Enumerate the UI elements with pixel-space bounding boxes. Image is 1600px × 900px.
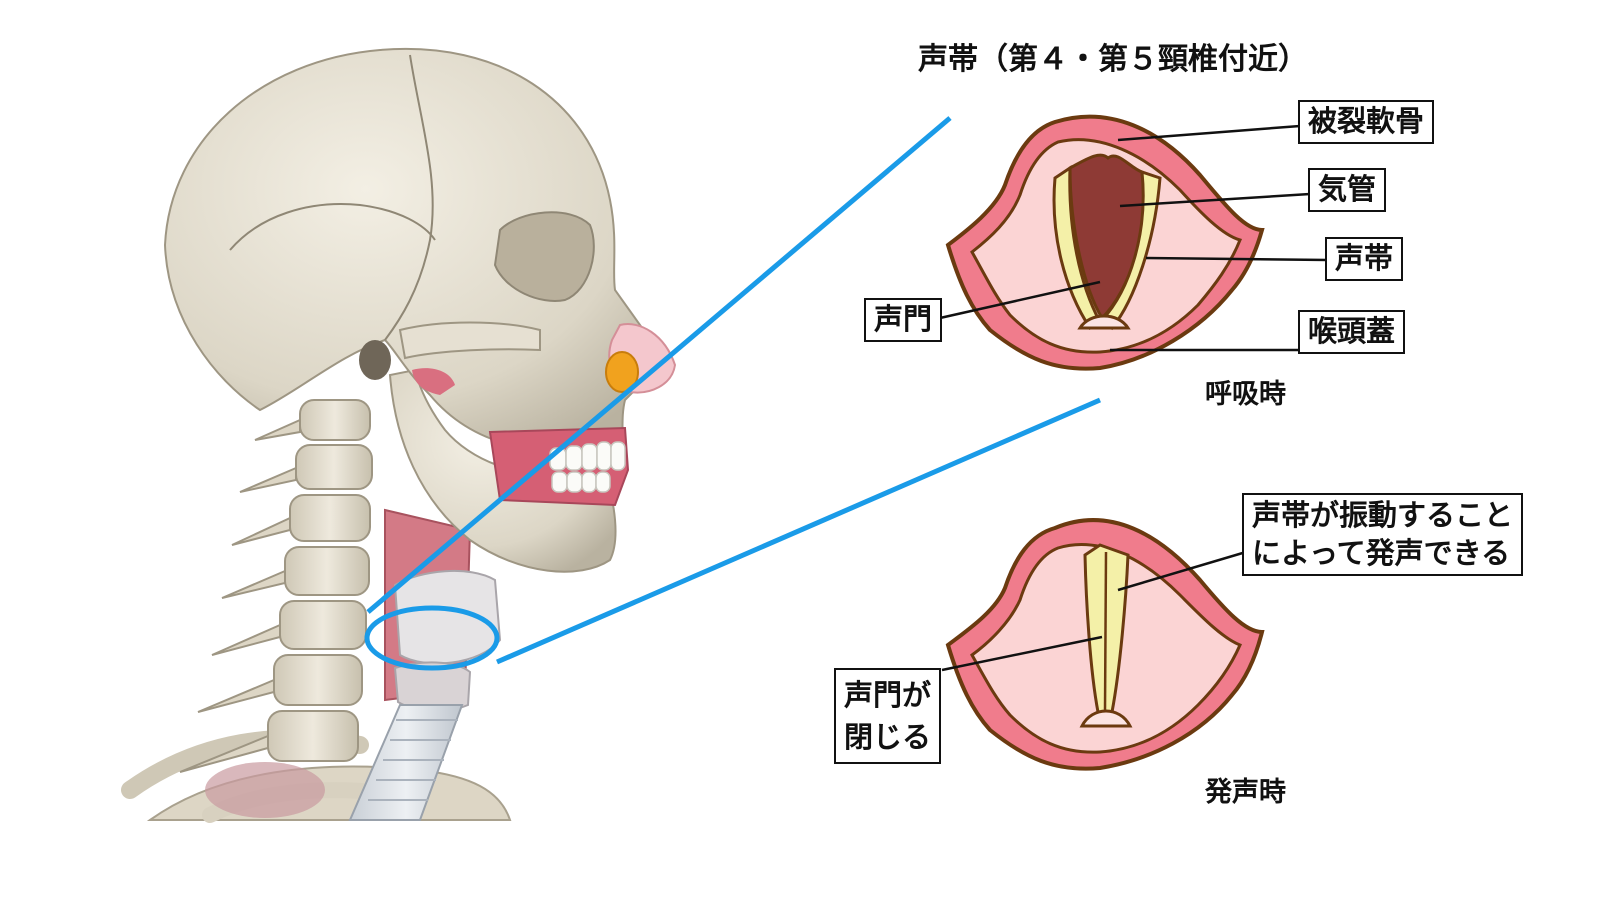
label-vocal-cords: 声帯 bbox=[1325, 237, 1404, 281]
label-trachea: 気管 bbox=[1308, 168, 1387, 212]
label-glottis-closed: 声門が 閉じる bbox=[834, 668, 942, 765]
nasal-ala bbox=[605, 351, 639, 393]
callout-line-lower bbox=[496, 397, 1101, 665]
vibration-note-line1: 声帯が振動すること bbox=[1252, 498, 1514, 532]
skull-cranium bbox=[163, 47, 668, 451]
cervical-spine bbox=[179, 399, 373, 773]
caption-breathing: 呼吸時 bbox=[1205, 379, 1286, 410]
diagram-title: 声帯（第４・第５頸椎付近） bbox=[918, 42, 1308, 77]
leader-vibration-note bbox=[1117, 550, 1247, 592]
larynx-breathing bbox=[939, 114, 1329, 371]
zygomatic-arch bbox=[398, 321, 541, 360]
callout-line-upper bbox=[366, 116, 952, 614]
larynx bbox=[393, 570, 502, 665]
leader-trachea bbox=[1119, 192, 1311, 208]
ear-canal bbox=[359, 340, 391, 380]
leader-arytenoid bbox=[1117, 124, 1301, 142]
glottis-closed-line bbox=[1103, 551, 1108, 711]
eye-orbit bbox=[493, 211, 595, 302]
glottis-closed-line1: 声門が bbox=[844, 678, 932, 712]
vibration-note-line2: によって発声できる bbox=[1252, 535, 1511, 570]
soft-palate bbox=[412, 368, 455, 395]
trachea-tube bbox=[348, 704, 464, 821]
callout bbox=[364, 116, 1101, 671]
teeth bbox=[549, 441, 626, 493]
lung-tissue bbox=[205, 762, 325, 818]
cranial-suture bbox=[229, 203, 436, 251]
leader-glottis bbox=[939, 280, 1101, 320]
callout-ellipse bbox=[364, 605, 500, 671]
caption-phonation: 発声時 bbox=[1205, 777, 1286, 808]
leader-vocal-cords bbox=[1145, 256, 1329, 262]
epiglottis-base bbox=[1077, 314, 1131, 330]
leader-glottis-closed bbox=[941, 635, 1103, 672]
label-epiglottis: 喉頭蓋 bbox=[1298, 310, 1406, 354]
skeleton-illustration bbox=[121, 47, 677, 823]
label-vibration-note: 声帯が振動すること によって発声できる bbox=[1242, 493, 1524, 577]
larynx-phonation bbox=[941, 518, 1265, 771]
label-glottis: 声門 bbox=[864, 298, 943, 342]
epiglottis-base bbox=[1079, 709, 1133, 728]
label-arytenoid: 被裂軟骨 bbox=[1298, 100, 1435, 144]
glottis-closed-line2: 閉じる bbox=[844, 720, 932, 755]
